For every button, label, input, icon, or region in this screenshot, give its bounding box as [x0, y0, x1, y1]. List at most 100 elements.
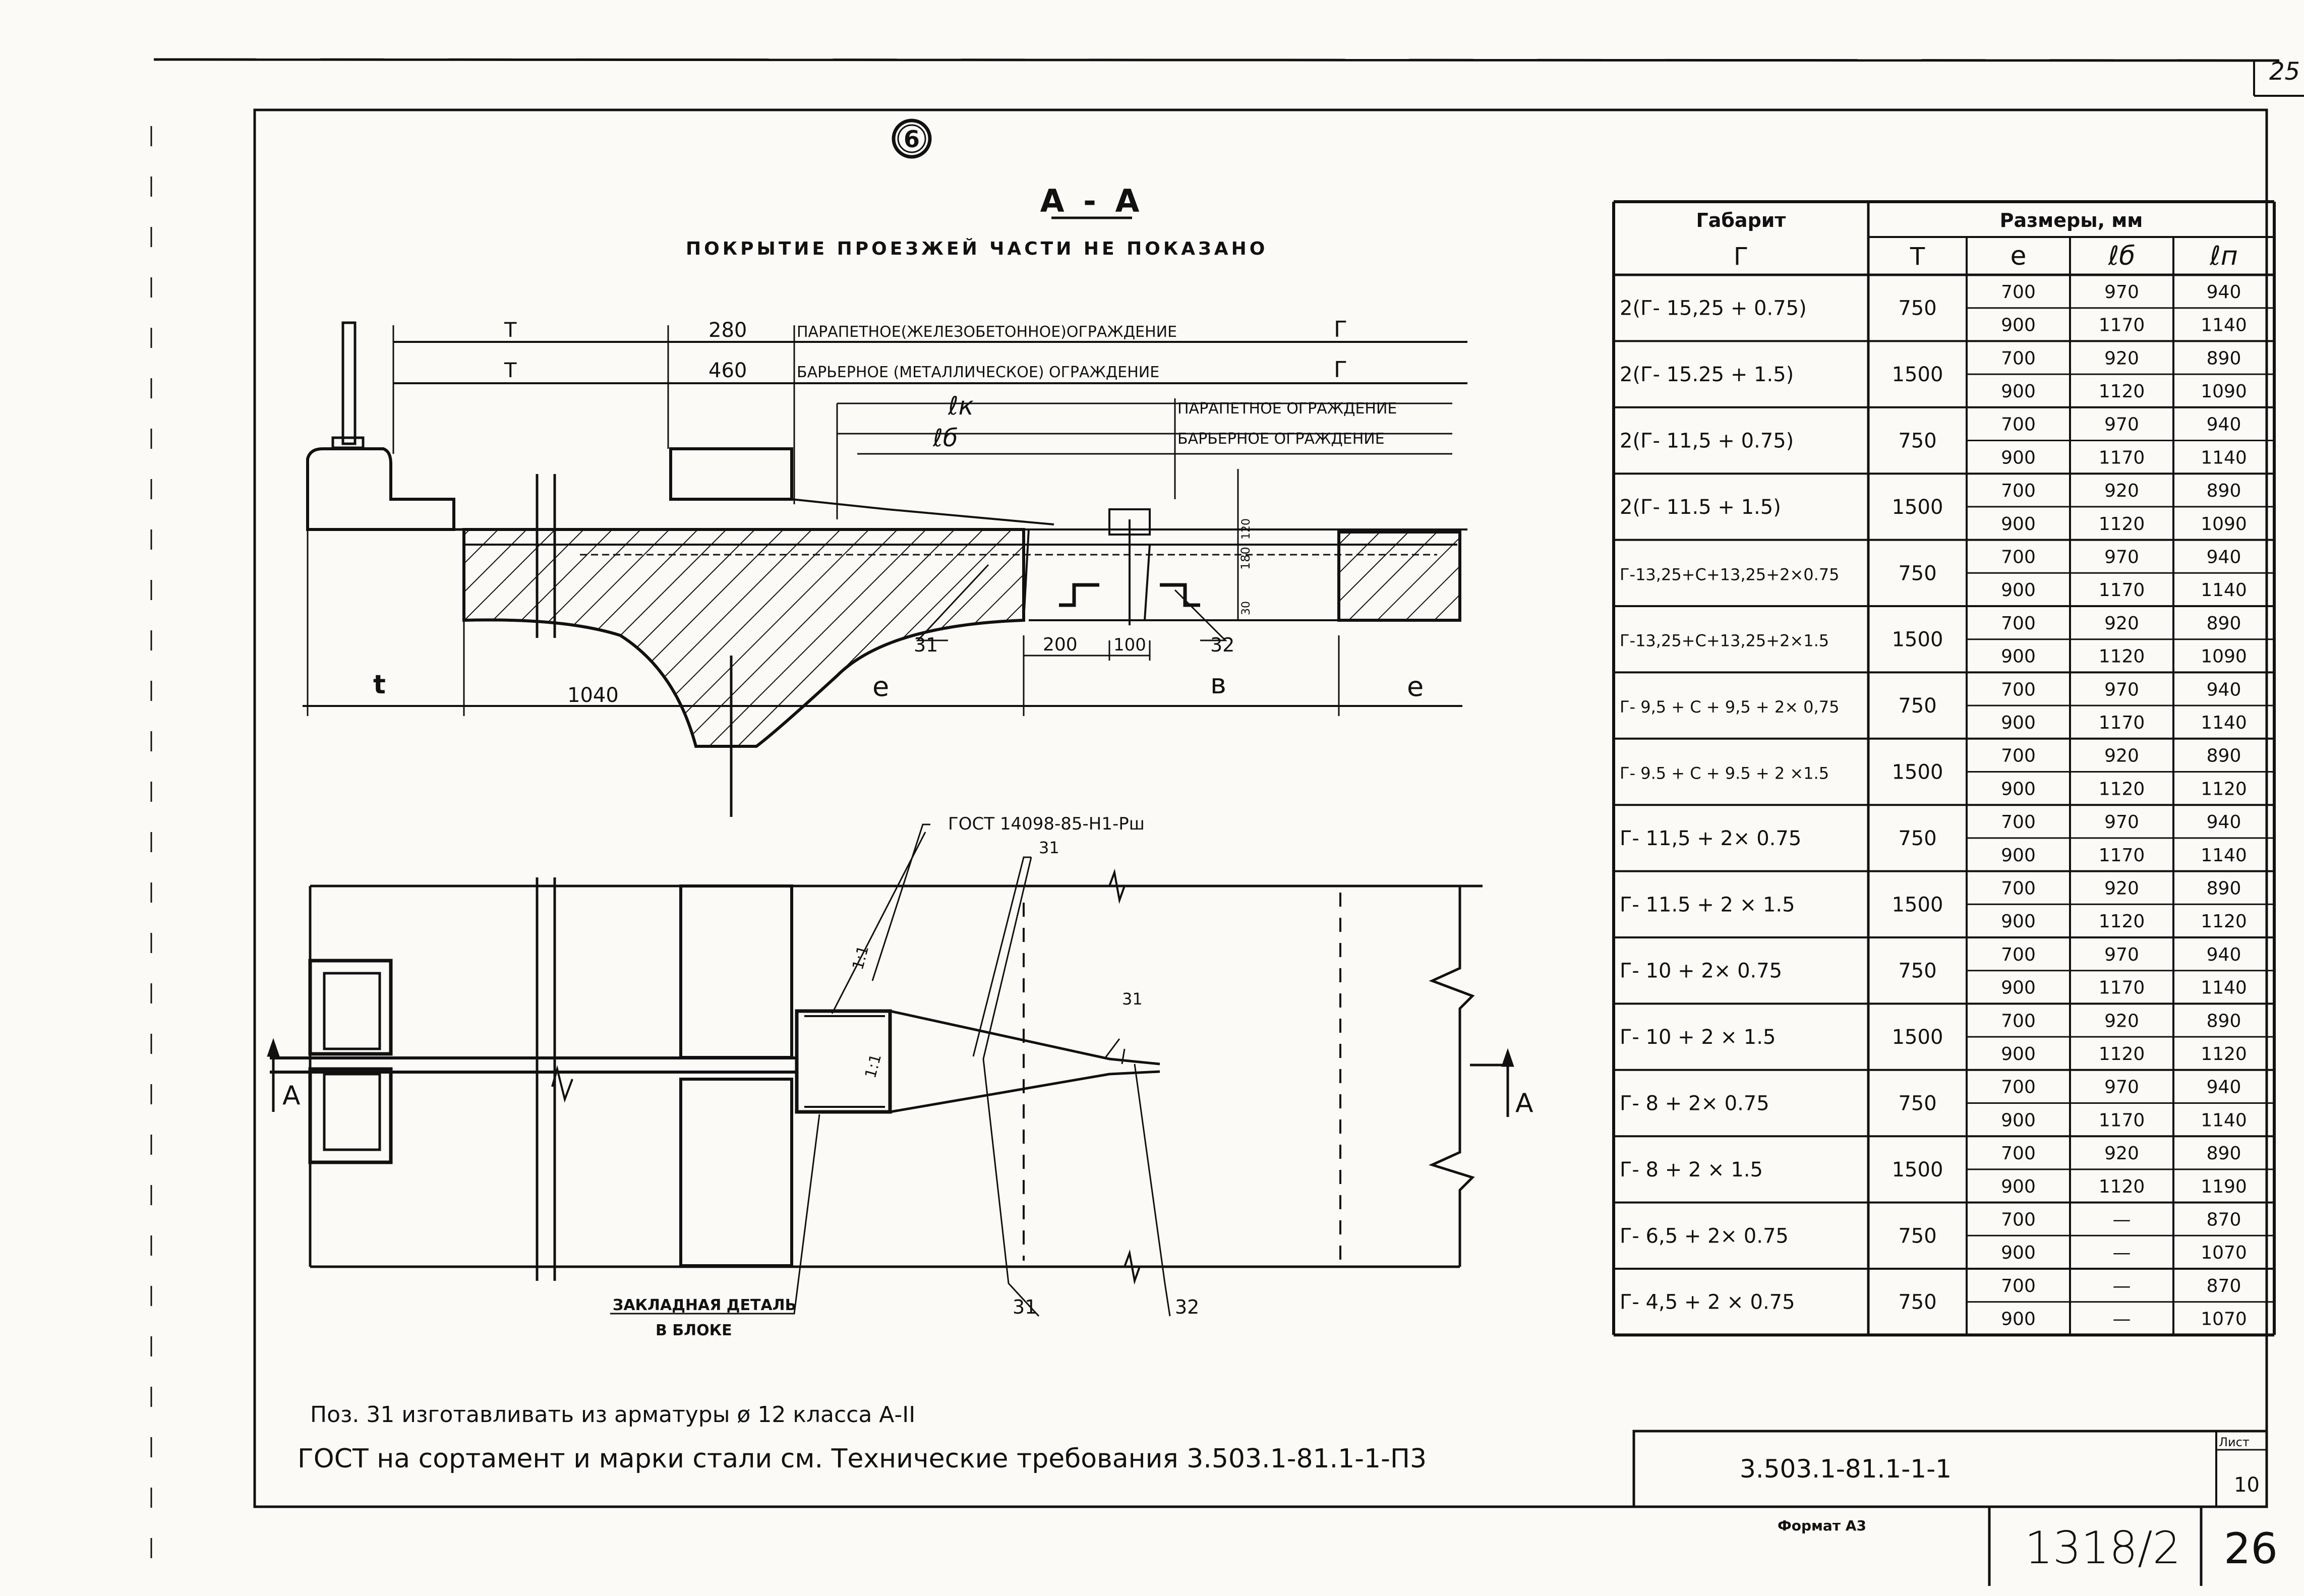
table-gabarit-cell: Г- 9.5 + С + 9.5 + 2 ×1.5: [1620, 764, 1829, 783]
inventory-number: 1318/2: [2025, 1522, 2181, 1574]
table-gabarit-cell: Г- 9,5 + С + 9,5 + 2× 0,75: [1620, 697, 1839, 717]
dim-e-right: e: [1407, 671, 1424, 702]
table-size-cell: 940: [2207, 944, 2241, 965]
dim-100: 100: [1113, 635, 1146, 655]
stamp-sheet-number: 10: [2234, 1473, 2260, 1497]
table-gabarit-cell: Г-13,25+С+13,25+2×0.75: [1620, 565, 1839, 584]
table-size-cell: 940: [2207, 679, 2241, 700]
table-size-cell: 940: [2207, 415, 2241, 435]
table-size-cell: 970: [2104, 679, 2139, 700]
vertical-dim-120: 120: [1240, 518, 1253, 540]
table-size-cell: 900: [2001, 845, 2036, 866]
label-31-plan-top: 31: [1039, 838, 1059, 857]
dim-row-2-value: 460: [708, 359, 747, 382]
table-size-cell: 870: [2207, 1209, 2241, 1230]
table-gabarit-cell: 2(Г- 11,5 + 0.75): [1620, 430, 1794, 453]
table-size-cell: 900: [2001, 1309, 2036, 1330]
table-col-e: е: [2011, 241, 2027, 271]
table-size-cell: 1140: [2201, 978, 2247, 998]
table-t-cell: 1500: [1892, 761, 1943, 784]
table-size-cell: 940: [2207, 812, 2241, 833]
table-gabarit-cell: 2(Г- 11.5 + 1.5): [1620, 496, 1781, 519]
section-title: А - А: [1040, 183, 1144, 219]
table-size-cell: 1120: [2099, 646, 2145, 667]
table-size-cell: 700: [2001, 679, 2036, 700]
table-col-lb: ℓб: [2108, 241, 2136, 271]
table-size-cell: 970: [2104, 944, 2139, 965]
table-size-cell: 900: [2001, 911, 2036, 932]
table-size-cell: 900: [2001, 514, 2036, 535]
section-marker-number: 6: [904, 126, 920, 153]
table-size-cell: 700: [2001, 878, 2036, 899]
table-t-cell: 750: [1898, 1092, 1936, 1115]
table-gabarit-cell: Г- 10 + 2 × 1.5: [1620, 1026, 1776, 1049]
beam-concrete-hatch: [462, 528, 1025, 748]
table-gabarit-cell: Г- 10 + 2× 0.75: [1620, 960, 1782, 983]
dim-e-left: e: [872, 671, 889, 702]
dim-t: t: [373, 670, 386, 700]
vertical-dim-180: 180: [1238, 547, 1253, 570]
label-31-plan-right: 31: [1122, 989, 1143, 1009]
inner-dim-1-text: ПАРАПЕТНОЕ ОГРАЖДЕНИЕ: [1177, 400, 1397, 418]
table-t-cell: 750: [1898, 1224, 1936, 1248]
table-t-cell: 1500: [1892, 363, 1943, 386]
table-t-cell: 750: [1898, 297, 1936, 320]
table-size-cell: 940: [2207, 547, 2241, 567]
table-size-cell: 700: [2001, 1077, 2036, 1098]
inner-dim-2-symbol: ℓб: [932, 424, 958, 452]
table-size-cell: 1170: [2099, 1110, 2145, 1131]
table-size-cell: 1120: [2201, 779, 2247, 799]
table-size-cell: 700: [2001, 1209, 2036, 1230]
table-size-cell: —: [2113, 1209, 2131, 1230]
table-size-cell: 1090: [2201, 381, 2247, 402]
table-size-cell: 970: [2104, 812, 2139, 833]
table-size-cell: 900: [2001, 381, 2036, 402]
table-size-cell: 970: [2104, 415, 2139, 435]
table-size-cell: 1120: [2099, 1044, 2145, 1065]
table-size-cell: 1120: [2099, 514, 2145, 535]
table-size-cell: 1120: [2099, 911, 2145, 932]
format-label: Формат А3: [1778, 1517, 1866, 1534]
table-t-cell: 750: [1898, 694, 1936, 718]
table-t-cell: 750: [1898, 430, 1936, 453]
table-size-cell: 1140: [2201, 447, 2247, 468]
table-t-cell: 750: [1898, 562, 1936, 585]
table-size-cell: 1170: [2099, 845, 2145, 866]
table-size-cell: 700: [2001, 282, 2036, 303]
table-size-cell: 1090: [2201, 646, 2247, 667]
table-size-cell: 1140: [2201, 315, 2247, 336]
table-size-cell: 1120: [2201, 911, 2247, 932]
dim-row-1-value: 280: [708, 319, 747, 342]
dim-b: в: [1210, 668, 1226, 700]
table-size-cell: 1170: [2099, 447, 2145, 468]
table-t-cell: 1500: [1892, 628, 1943, 652]
table-size-cell: 700: [2001, 746, 2036, 766]
table-size-cell: 1190: [2201, 1176, 2247, 1197]
table-size-cell: 900: [2001, 978, 2036, 998]
note-line-1: Поз. 31 изготавливать из арматуры ø 12 к…: [310, 1402, 915, 1428]
table-size-cell: 970: [2104, 282, 2139, 303]
table-gabarit-cell: 2(Г- 15,25 + 0.75): [1620, 297, 1807, 320]
table-size-cell: 1170: [2099, 580, 2145, 601]
table-size-cell: 970: [2104, 1077, 2139, 1098]
table-size-cell: 940: [2207, 282, 2241, 303]
title-stamp: [1632, 1430, 2268, 1586]
dim-row-2-left: T: [504, 359, 517, 382]
table-size-cell: 1140: [2201, 845, 2247, 866]
stamp-sheet-label: Лист: [2219, 1435, 2250, 1449]
table-size-cell: 900: [2001, 580, 2036, 601]
section-marker: 6: [892, 119, 932, 159]
table-size-cell: 1120: [2099, 779, 2145, 799]
table-size-cell: 920: [2104, 1143, 2139, 1164]
right-block-hatch: [1337, 530, 1461, 622]
table-size-cell: 890: [2207, 746, 2241, 766]
table-size-cell: 900: [2001, 779, 2036, 799]
embedded-label-1: ЗАКЛАДНАЯ ДЕТАЛЬ: [613, 1296, 796, 1314]
inner-dim-2-text: БАРЬЕРНОЕ ОГРАЖДЕНИЕ: [1177, 430, 1385, 448]
table-size-cell: 890: [2207, 481, 2241, 501]
table-size-cell: 890: [2207, 348, 2241, 369]
table-size-cell: 900: [2001, 447, 2036, 468]
table-size-cell: 900: [2001, 1044, 2036, 1065]
